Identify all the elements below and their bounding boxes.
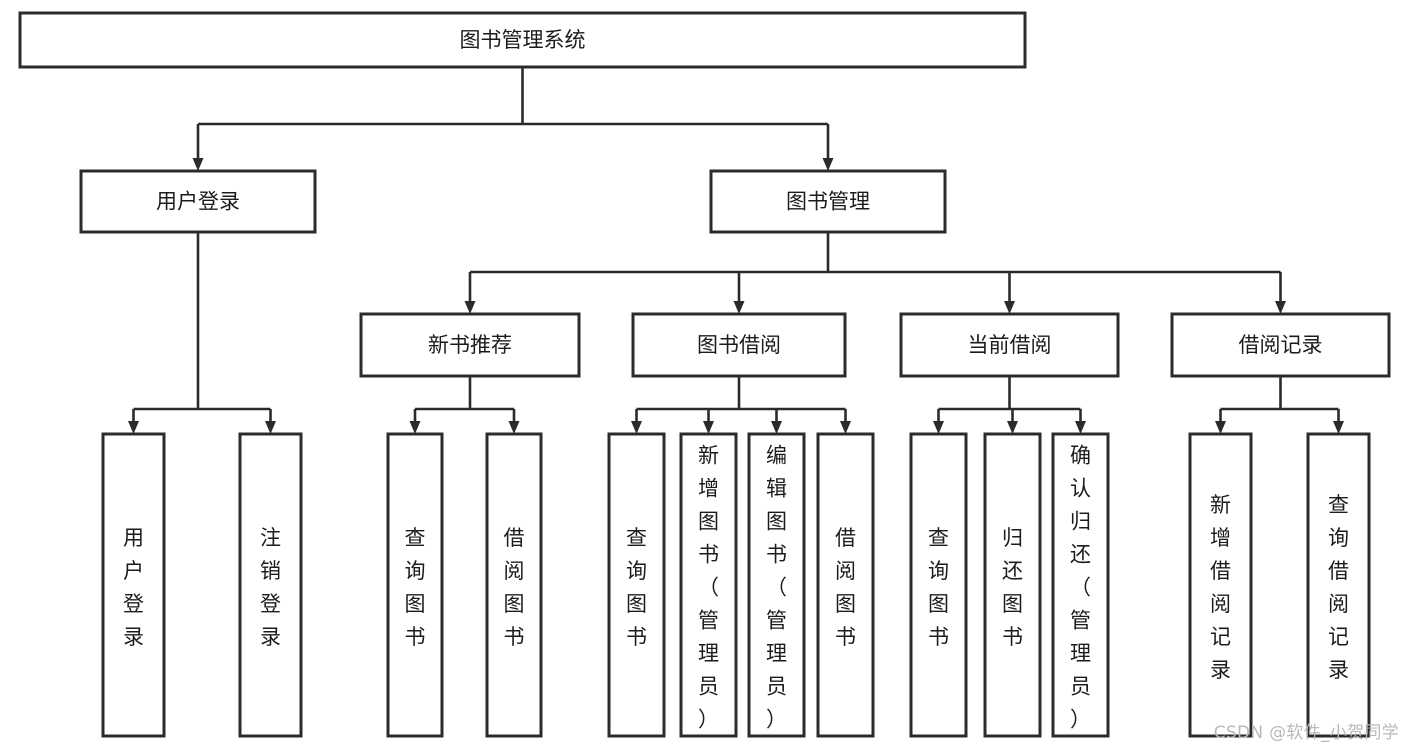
node-box bbox=[386, 432, 444, 738]
node-leaf-user-login[interactable]: 用户登录 bbox=[101, 432, 166, 738]
node-label: 新增图书（管理员） bbox=[698, 444, 719, 732]
node-label: 借阅图书 bbox=[504, 526, 525, 649]
arrow-head-icon bbox=[1075, 421, 1086, 434]
arrow-head-icon bbox=[464, 301, 476, 314]
node-label: 查询图书 bbox=[626, 526, 647, 649]
node-leaf-confirm-return[interactable]: 确认归还（管理员） bbox=[1051, 432, 1110, 738]
node-leaf-query-book-1[interactable]: 查询图书 bbox=[386, 432, 444, 738]
node-box bbox=[101, 432, 166, 738]
arrow-head-icon bbox=[1333, 421, 1344, 434]
node-box bbox=[1170, 312, 1391, 378]
node-label: 图书管理系统 bbox=[460, 28, 586, 52]
arrow-head-icon bbox=[409, 421, 421, 434]
node-label: 用户登录 bbox=[123, 526, 144, 649]
node-label: 编辑图书（管理员） bbox=[766, 444, 787, 732]
node-box bbox=[631, 312, 847, 378]
node-label: 图书管理 bbox=[786, 190, 870, 214]
node-label: 用户登录 bbox=[156, 190, 240, 214]
node-label: 查询图书 bbox=[405, 526, 426, 649]
node-label: 借阅记录 bbox=[1239, 333, 1323, 357]
arrow-head-icon bbox=[822, 158, 834, 171]
node-box bbox=[679, 432, 738, 738]
node-box bbox=[1188, 432, 1253, 738]
node-label: 新增借阅记录 bbox=[1210, 493, 1231, 682]
node-label: 借阅图书 bbox=[835, 526, 856, 649]
node-label: 注销登录 bbox=[260, 526, 281, 649]
node-box bbox=[359, 312, 581, 378]
node-box bbox=[1051, 432, 1110, 738]
arrow-head-icon bbox=[733, 301, 745, 314]
arrow-head-icon bbox=[1007, 421, 1018, 434]
node-borrow-record[interactable]: 借阅记录 bbox=[1170, 312, 1391, 378]
arrow-head-icon bbox=[703, 421, 714, 434]
node-box bbox=[816, 432, 875, 738]
node-leaf-query-book-3[interactable]: 查询图书 bbox=[909, 432, 968, 738]
node-box bbox=[899, 312, 1120, 378]
node-label: 归还图书 bbox=[1002, 526, 1023, 649]
node-label: 图书借阅 bbox=[697, 333, 781, 357]
node-leaf-query-record[interactable]: 查询借阅记录 bbox=[1306, 432, 1371, 738]
node-box bbox=[79, 169, 317, 234]
node-leaf-borrow-book-1[interactable]: 借阅图书 bbox=[485, 432, 543, 738]
connectors-layer bbox=[128, 67, 1344, 434]
node-box bbox=[983, 432, 1042, 738]
node-box bbox=[238, 432, 303, 738]
node-label: 新书推荐 bbox=[428, 333, 512, 357]
arrow-head-icon bbox=[1004, 301, 1015, 314]
node-label: 查询借阅记录 bbox=[1328, 493, 1349, 682]
node-leaf-return-book[interactable]: 归还图书 bbox=[983, 432, 1042, 738]
arrow-head-icon bbox=[128, 421, 139, 434]
node-label: 确认归还（管理员） bbox=[1070, 444, 1091, 732]
arrow-head-icon bbox=[192, 158, 204, 171]
nodes-layer: 图书管理系统用户登录图书管理新书推荐图书借阅当前借阅借阅记录用户登录注销登录查询… bbox=[18, 11, 1391, 738]
arrow-head-icon bbox=[1215, 421, 1226, 434]
node-user-login[interactable]: 用户登录 bbox=[79, 169, 317, 234]
node-book-manage[interactable]: 图书管理 bbox=[709, 169, 947, 234]
arrow-head-icon bbox=[1275, 301, 1286, 314]
node-leaf-logout[interactable]: 注销登录 bbox=[238, 432, 303, 738]
node-box bbox=[485, 432, 543, 738]
node-box bbox=[18, 11, 1027, 69]
arrow-head-icon bbox=[933, 421, 944, 434]
arrow-head-icon bbox=[265, 421, 276, 434]
arrow-head-icon bbox=[508, 421, 520, 434]
node-label: 查询图书 bbox=[928, 526, 949, 649]
node-box bbox=[747, 432, 806, 738]
node-label: 当前借阅 bbox=[968, 333, 1052, 357]
node-leaf-borrow-book-2[interactable]: 借阅图书 bbox=[816, 432, 875, 738]
node-box bbox=[909, 432, 968, 738]
node-box bbox=[607, 432, 666, 738]
node-current-borrow[interactable]: 当前借阅 bbox=[899, 312, 1120, 378]
arrow-head-icon bbox=[840, 421, 851, 434]
node-leaf-edit-book[interactable]: 编辑图书（管理员） bbox=[747, 432, 806, 738]
node-new-book-rec[interactable]: 新书推荐 bbox=[359, 312, 581, 378]
node-box bbox=[1306, 432, 1371, 738]
node-leaf-add-book[interactable]: 新增图书（管理员） bbox=[679, 432, 738, 738]
node-box bbox=[709, 169, 947, 234]
arrow-head-icon bbox=[631, 421, 642, 434]
node-book-borrow[interactable]: 图书借阅 bbox=[631, 312, 847, 378]
arrow-head-icon bbox=[771, 421, 782, 434]
node-leaf-add-record[interactable]: 新增借阅记录 bbox=[1188, 432, 1253, 738]
node-leaf-query-book-2[interactable]: 查询图书 bbox=[607, 432, 666, 738]
node-root[interactable]: 图书管理系统 bbox=[18, 11, 1027, 69]
